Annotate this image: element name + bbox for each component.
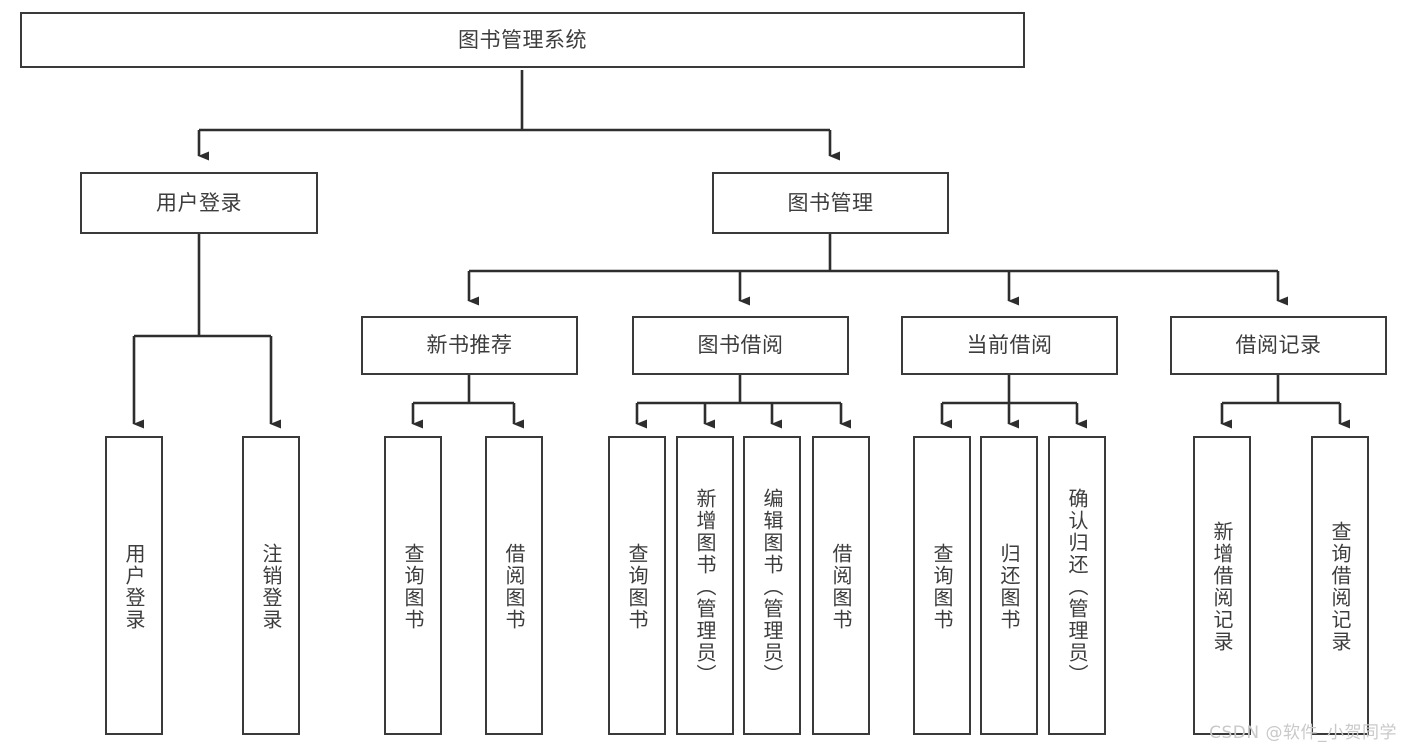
node-new-book-recommendation[interactable]: 新书推荐	[361, 316, 578, 375]
node-label: 确认归还（管理员）	[1065, 487, 1089, 686]
node-borrowing-record[interactable]: 借阅记录	[1170, 316, 1387, 375]
node-label: 借阅图书	[502, 542, 526, 631]
leaf-node-add-borrow-record[interactable]: 新增借阅记录	[1193, 436, 1251, 735]
node-label: 借阅图书	[829, 542, 853, 631]
leaf-node-query-book-current[interactable]: 查询图书	[913, 436, 971, 735]
node-label: 查询图书	[401, 542, 425, 631]
node-label: 图书管理系统	[458, 27, 587, 52]
node-label: 编辑图书（管理员）	[760, 487, 784, 686]
node-label: 当前借阅	[966, 333, 1053, 358]
node-book-management[interactable]: 图书管理	[712, 172, 949, 234]
node-root-book-management-system[interactable]: 图书管理系统	[20, 12, 1025, 68]
node-current-borrowing[interactable]: 当前借阅	[901, 316, 1118, 375]
node-label: 图书管理	[787, 190, 874, 215]
node-label: 图书借阅	[697, 333, 784, 358]
leaf-node-logout[interactable]: 注销登录	[242, 436, 300, 735]
node-label: 查询图书	[625, 542, 649, 631]
node-label: 新书推荐	[426, 333, 513, 358]
leaf-node-borrow-book-recommendation[interactable]: 借阅图书	[485, 436, 543, 735]
node-label: 查询借阅记录	[1328, 520, 1352, 653]
node-label: 用户登录	[122, 542, 146, 631]
leaf-node-add-book-admin[interactable]: 新增图书（管理员）	[676, 436, 734, 735]
leaf-node-confirm-return-admin[interactable]: 确认归还（管理员）	[1048, 436, 1106, 735]
leaf-node-query-borrow-record[interactable]: 查询借阅记录	[1311, 436, 1369, 735]
node-label: 归还图书	[997, 542, 1021, 631]
node-label: 查询图书	[930, 542, 954, 631]
node-label: 借阅记录	[1235, 333, 1322, 358]
leaf-node-user-login[interactable]: 用户登录	[105, 436, 163, 735]
leaf-node-return-book[interactable]: 归还图书	[980, 436, 1038, 735]
leaf-node-edit-book-admin[interactable]: 编辑图书（管理员）	[743, 436, 801, 735]
node-label: 新增借阅记录	[1210, 520, 1234, 653]
node-label: 用户登录	[156, 190, 242, 215]
csdn-watermark: CSDN @软件_小贺同学	[1209, 723, 1397, 743]
node-label: 注销登录	[259, 542, 283, 631]
leaf-node-borrow-book[interactable]: 借阅图书	[812, 436, 870, 735]
node-label: 新增图书（管理员）	[693, 487, 717, 686]
node-book-borrowing[interactable]: 图书借阅	[632, 316, 849, 375]
node-user-login[interactable]: 用户登录	[80, 172, 318, 234]
leaf-node-query-book-recommendation[interactable]: 查询图书	[384, 436, 442, 735]
leaf-node-query-book-borrowing[interactable]: 查询图书	[608, 436, 666, 735]
